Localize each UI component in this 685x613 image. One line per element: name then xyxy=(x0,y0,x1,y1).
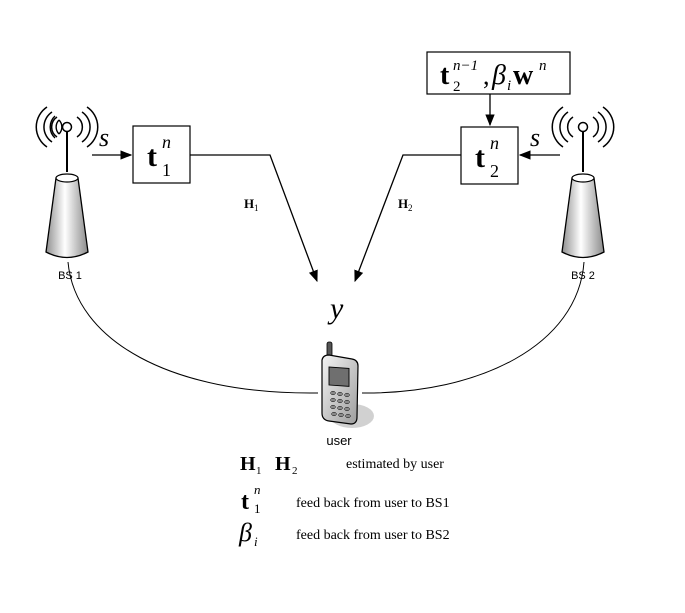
base-station-2: BS 2 xyxy=(551,106,615,282)
legend-t1-sub: 1 xyxy=(254,501,261,516)
precoder-box-t2: t n 2 xyxy=(460,126,519,185)
bs2-radio-icon xyxy=(551,106,615,148)
feedback-w: w xyxy=(513,60,534,91)
legend-t1-base: t xyxy=(241,489,249,515)
mobile-phone-icon xyxy=(321,341,374,428)
legend-t1-text: feed back from user to BS1 xyxy=(296,496,450,511)
bs2-input-symbol: s xyxy=(530,123,540,152)
feedback-t-sup: n−1 xyxy=(453,58,478,74)
base-station-1: BS 1 xyxy=(35,106,99,282)
legend-beta-symbol: β xyxy=(238,518,252,547)
received-signal-y: y xyxy=(327,292,344,325)
t1-base: t xyxy=(147,140,157,173)
bs2-input: s xyxy=(518,123,560,160)
bs2-label: BS 2 xyxy=(571,270,595,282)
h2-base: H xyxy=(398,196,408,211)
legend-beta-sub: i xyxy=(254,534,258,549)
feedback-beta-sub: i xyxy=(507,78,511,94)
t1-sup: n xyxy=(162,132,171,152)
bs1-radio-icon xyxy=(35,106,99,148)
legend-beta-text: feed back from user to BS2 xyxy=(296,528,450,543)
legend-h2-base: H xyxy=(275,453,291,475)
t2-base: t xyxy=(475,141,485,174)
feedback-t-sub: 2 xyxy=(453,79,461,95)
bs1-tower-icon xyxy=(45,177,89,259)
feedback-comma: , xyxy=(483,61,490,90)
feedback-beta: β xyxy=(491,60,506,91)
h2-sub: 2 xyxy=(408,203,413,213)
bs2-tower-icon xyxy=(561,177,605,259)
t1-sub: 1 xyxy=(162,160,171,180)
legend-t1-sup: n xyxy=(254,482,261,497)
legend-channels-text: estimated by user xyxy=(346,457,444,472)
legend: H 1 H 2 estimated by user t n 1 feed bac… xyxy=(238,453,450,549)
user-label: user xyxy=(326,433,352,448)
channel-h1: H 1 xyxy=(190,154,318,283)
channel-h2: H 2 xyxy=(354,154,461,283)
precoder-box-t1: t n 1 xyxy=(132,125,191,184)
feedback-w-sup: n xyxy=(539,58,547,74)
link-bs1-user xyxy=(67,261,319,394)
legend-h1-sub: 1 xyxy=(256,465,262,477)
link-bs2-user xyxy=(361,261,585,394)
legend-h1-base: H xyxy=(240,453,256,475)
legend-row-beta: β i feed back from user to BS2 xyxy=(238,518,450,549)
feedback-box: t n−1 2 , β i w n xyxy=(426,51,571,95)
t2-sup: n xyxy=(490,133,499,153)
feedback-t: t xyxy=(440,60,450,91)
legend-h2-sub: 2 xyxy=(292,465,298,477)
h1-sub: 1 xyxy=(254,203,259,213)
bs1-input: s xyxy=(92,123,133,160)
h1-base: H xyxy=(244,196,254,211)
legend-row-channels: H 1 H 2 estimated by user xyxy=(240,453,444,477)
legend-row-t1: t n 1 feed back from user to BS1 xyxy=(241,482,450,516)
bs1-input-symbol: s xyxy=(99,123,109,152)
t2-sub: 2 xyxy=(490,161,499,181)
